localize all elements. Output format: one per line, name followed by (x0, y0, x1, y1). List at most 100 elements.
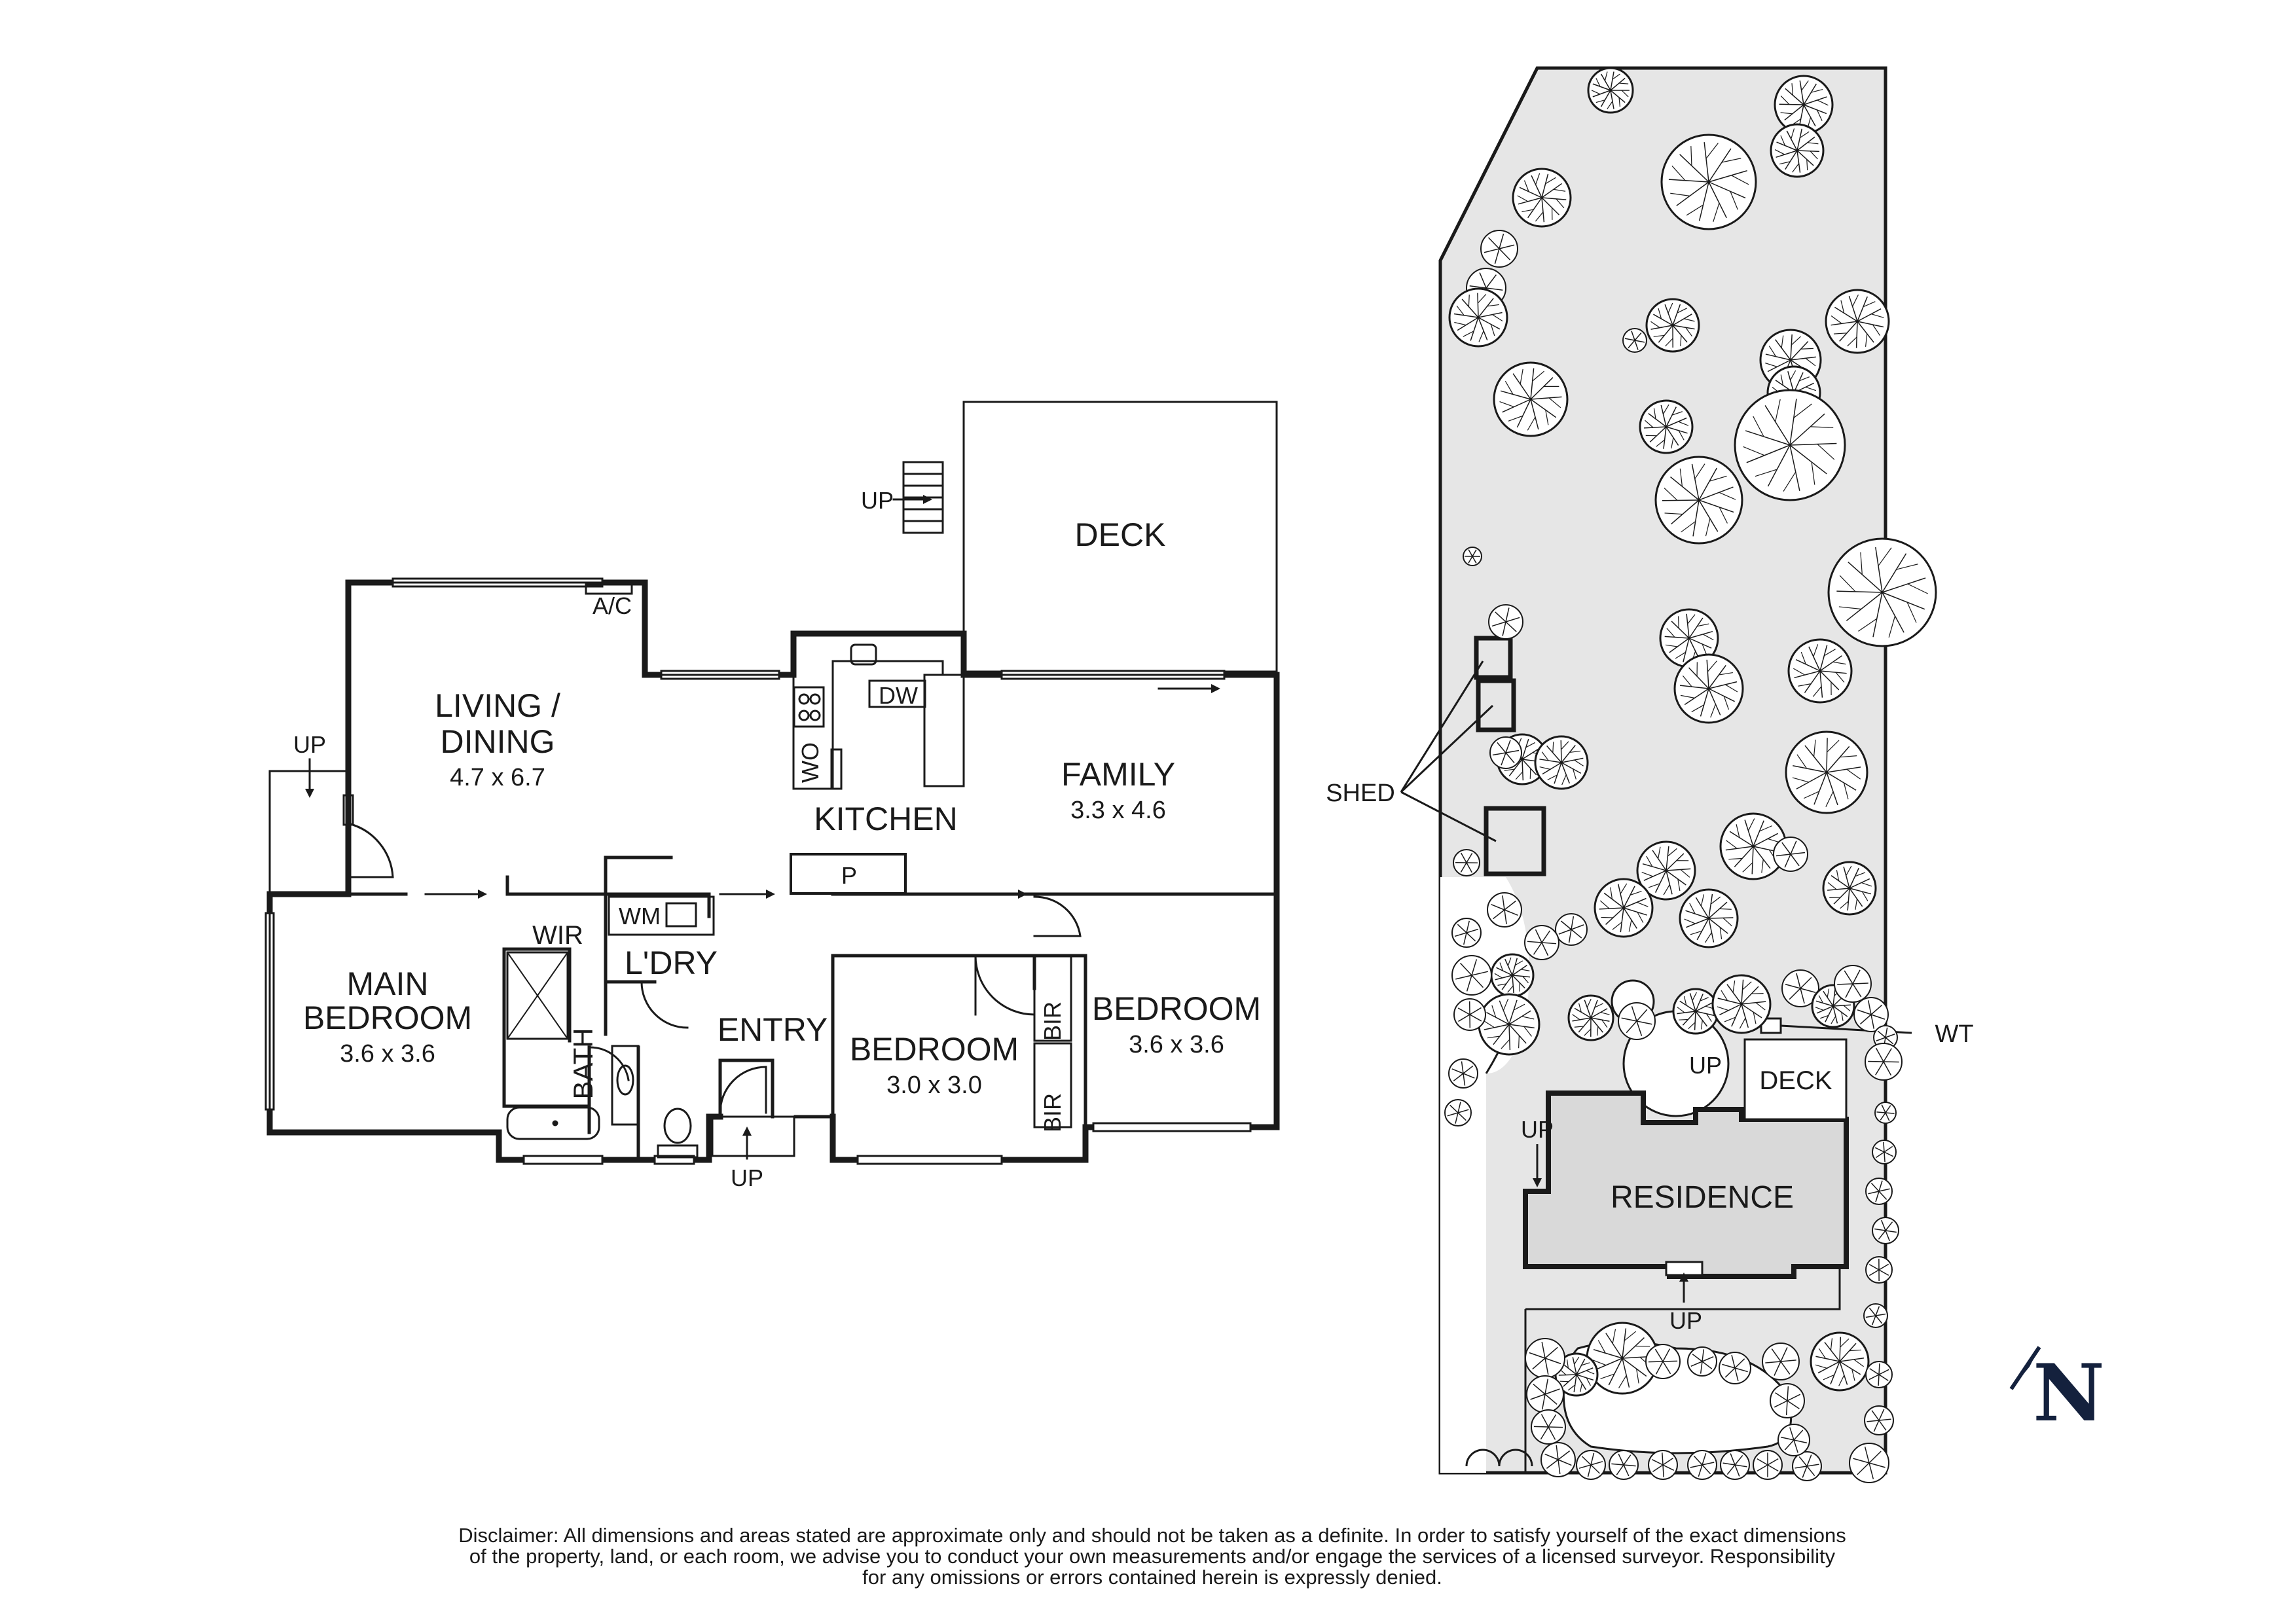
bathtub (506, 1106, 600, 1140)
deck-stairs-arrowhead (923, 495, 932, 504)
site-up-side-label: UP (1521, 1116, 1554, 1143)
tree-icon (1872, 1217, 1899, 1244)
dw-label: DW (879, 682, 918, 709)
tree-icon (1645, 298, 1700, 353)
laundry-counter (608, 895, 715, 936)
tree-icon (1660, 134, 1757, 230)
main-bedroom-label-1: MAIN (347, 965, 429, 1002)
floor-plan-labels: DECK A/C LIVING / DINING 4.7 x 6.7 DW WO… (293, 487, 1261, 1191)
tree-icon (1448, 287, 1508, 348)
tree-icon (1822, 861, 1877, 916)
tree-icon (1587, 67, 1634, 114)
tree-icon (1810, 1331, 1870, 1392)
shed-leaders (1400, 660, 1497, 842)
bir-bottom (1033, 1042, 1072, 1128)
side-porch-up-label: UP (293, 731, 326, 758)
residence-label: RESIDENCE (1611, 1180, 1794, 1215)
tree-icon (1534, 735, 1589, 790)
tree-icon (1622, 328, 1647, 353)
tree-icon (1777, 1424, 1810, 1456)
tree-icon (1594, 878, 1654, 938)
tree-icon (1524, 925, 1559, 960)
deck-label: DECK (1075, 516, 1166, 553)
tree-icon (1488, 604, 1523, 640)
tree-icon (1781, 969, 1819, 1007)
tree-icon (1448, 1058, 1478, 1089)
entry-label: ENTRY (718, 1011, 828, 1048)
tree-icon (1679, 888, 1739, 948)
site-plan: RESIDENCE DECK SHED WT UP UP UP (1326, 66, 1974, 1483)
tree-icon (1463, 547, 1482, 566)
tree-icon (1567, 994, 1614, 1041)
living-label-2: DINING (441, 723, 555, 760)
shed-label: SHED (1326, 780, 1395, 807)
tree-icon (1827, 537, 1937, 647)
disclaimer-line-3: for any omissions or errors contained he… (862, 1566, 1442, 1589)
tree-icon (1525, 1338, 1565, 1379)
doors (342, 794, 1082, 1114)
toilet (663, 1108, 692, 1144)
tree-icon (1720, 1450, 1750, 1480)
tree-icon (1787, 638, 1853, 704)
tree-icon (1531, 1409, 1566, 1445)
sheds (1474, 636, 1546, 876)
tree-icon (1451, 918, 1482, 948)
front-entry-up-label: UP (731, 1164, 763, 1191)
north-arrow: N (2009, 1346, 2105, 1439)
tree-icon (1480, 230, 1518, 268)
tree-icon (1586, 1322, 1659, 1395)
tree-icon (1618, 1002, 1656, 1040)
tree-icon (1734, 389, 1846, 501)
laundry-label: L'DRY (625, 945, 718, 981)
residence-footprint (1523, 1090, 1849, 1279)
tree-icon (1719, 812, 1787, 880)
main-bedroom-size: 3.6 x 3.6 (340, 1040, 435, 1068)
tree-icon (1673, 653, 1744, 724)
tree-icon (1478, 993, 1540, 1056)
kitchen-label: KITCHEN (814, 801, 957, 837)
tree-icon (1451, 955, 1492, 996)
pantry (790, 853, 907, 895)
tree-icon (1639, 399, 1694, 454)
tree-icon (1834, 965, 1872, 1003)
bedroom2-label: BEDROOM (850, 1031, 1019, 1068)
site-up-deck-label: UP (1689, 1052, 1722, 1079)
tree-icon (1659, 608, 1719, 668)
tree-icon (1849, 1443, 1889, 1483)
disclaimer-line-2: of the property, land, or each room, we … (469, 1545, 1836, 1568)
tree-icon (1490, 953, 1535, 998)
tree-icon (1825, 289, 1890, 354)
bedroom2-size: 3.0 x 3.0 (886, 1072, 982, 1099)
tree-icon (1576, 1450, 1606, 1480)
tree-icon (1672, 988, 1719, 1035)
tree-icon (1865, 1256, 1893, 1284)
windows (264, 577, 1252, 1165)
flow-arrows (424, 684, 1220, 899)
tree-icon (1785, 730, 1868, 814)
tree-icon (1493, 361, 1569, 437)
tree-icon (1526, 1375, 1564, 1413)
vanity (611, 1045, 640, 1126)
tree-icon (1872, 1140, 1897, 1164)
site-up-front-label: UP (1669, 1307, 1702, 1334)
tree-icon (1654, 456, 1743, 545)
tree-icon (1711, 974, 1772, 1034)
tree-icon (1687, 1450, 1717, 1480)
disclaimer: Disclaimer: All dimensions and areas sta… (367, 1525, 1938, 1588)
tree-icon (1554, 1352, 1599, 1397)
tree-icon (1863, 1303, 1888, 1328)
family-label: FAMILY (1061, 756, 1175, 793)
tree-icon (1609, 1450, 1639, 1480)
laundry-sink (665, 902, 697, 928)
bedroom3-label: BEDROOM (1092, 990, 1261, 1027)
bath-label: BATH (568, 1028, 598, 1100)
floor-plan (264, 401, 1280, 1165)
tree-icon (1540, 1442, 1576, 1477)
wir-label: WIR (532, 921, 583, 950)
tree-icon (1487, 892, 1522, 928)
tree-icon (1453, 998, 1486, 1031)
tree-icon (1489, 736, 1522, 769)
wo-label: WO (797, 742, 824, 783)
trees (1444, 67, 1937, 1483)
